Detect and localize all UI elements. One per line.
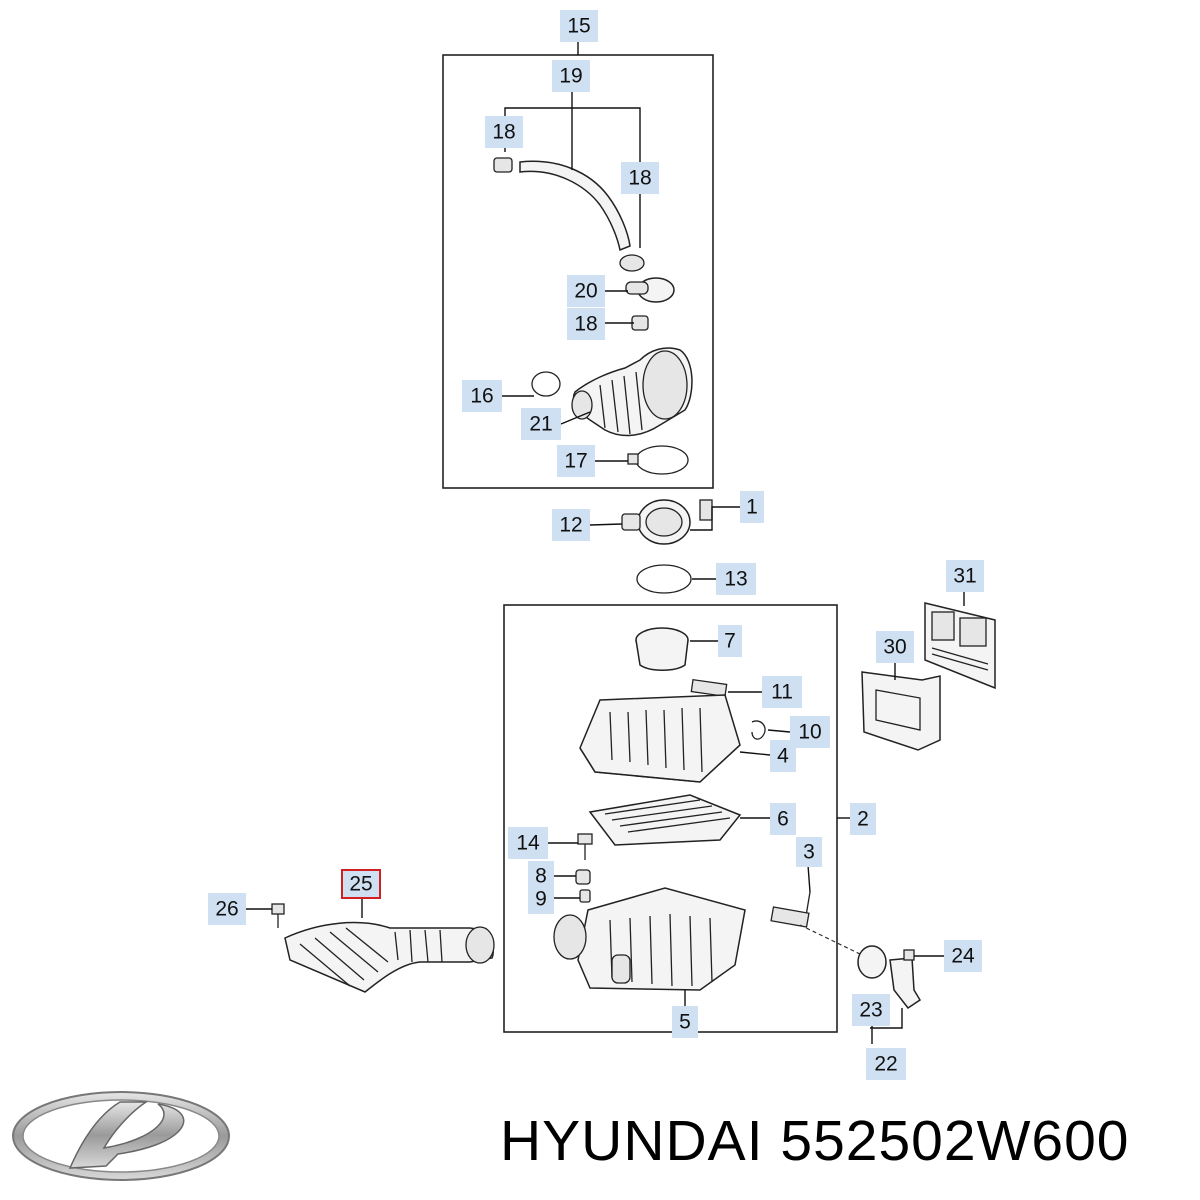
svg-text:15: 15 <box>567 15 590 38</box>
svg-text:18: 18 <box>492 121 515 144</box>
svg-text:5: 5 <box>679 1011 691 1034</box>
svg-text:24: 24 <box>951 945 975 968</box>
svg-text:22: 22 <box>874 1053 897 1076</box>
callout-11: 11 <box>762 676 802 708</box>
callout-22: 22 <box>866 1048 906 1080</box>
callout-15: 15 <box>560 10 598 42</box>
footer-part-title: HYUNDAI 552502W600 <box>500 1108 1129 1174</box>
callout-25-highlighted: 25 <box>341 869 381 899</box>
insulator-9 <box>579 889 591 903</box>
hyundai-logo-icon <box>12 1091 230 1181</box>
part-number: 552502W600 <box>780 1109 1130 1173</box>
bracket-22 <box>889 957 922 1010</box>
bracket-bolt-3 <box>770 891 811 928</box>
svg-text:20: 20 <box>574 280 597 303</box>
callout-18-c: 18 <box>567 308 605 340</box>
hose-clamp-right <box>619 254 645 272</box>
svg-text:17: 17 <box>564 450 587 473</box>
callout-31: 31 <box>946 560 984 592</box>
bolt-26 <box>271 903 285 928</box>
callout-3: 3 <box>796 837 822 867</box>
callout-18-a: 18 <box>485 116 523 148</box>
svg-text:19: 19 <box>559 65 582 88</box>
callout-24: 24 <box>944 940 982 972</box>
breather-fitting <box>625 277 675 303</box>
air-flow-sensor <box>621 499 713 545</box>
callout-9: 9 <box>528 884 554 914</box>
label-11 <box>690 678 728 698</box>
insulator-23 <box>857 945 887 979</box>
callout-7: 7 <box>718 625 742 657</box>
svg-text:7: 7 <box>724 630 736 653</box>
svg-text:4: 4 <box>777 745 789 768</box>
grommet-8 <box>575 869 591 885</box>
callout-6: 6 <box>770 803 796 835</box>
svg-text:3: 3 <box>803 841 815 864</box>
svg-text:10: 10 <box>798 721 821 744</box>
clip-10 <box>751 720 766 740</box>
intake-duct-25 <box>284 921 495 993</box>
svg-text:9: 9 <box>535 888 547 911</box>
svg-text:23: 23 <box>859 999 882 1022</box>
cover-4 <box>579 694 741 783</box>
callout-21: 21 <box>521 408 561 440</box>
ecu-bracket-30 <box>861 671 941 751</box>
svg-text:14: 14 <box>516 832 540 855</box>
callout-30: 30 <box>876 631 914 663</box>
callout-5: 5 <box>672 1006 698 1038</box>
intake-hose <box>571 347 693 437</box>
callout-20: 20 <box>567 275 605 307</box>
svg-text:31: 31 <box>953 565 976 588</box>
duct-7 <box>635 627 689 671</box>
gasket-13 <box>636 564 692 594</box>
callout-16: 16 <box>462 380 502 412</box>
svg-text:6: 6 <box>777 808 789 831</box>
filter-element-6 <box>588 794 742 846</box>
svg-text:30: 30 <box>883 636 906 659</box>
small-clamp <box>631 315 649 331</box>
ecu-31 <box>924 602 996 690</box>
hose-clamp-16 <box>531 371 561 397</box>
svg-text:21: 21 <box>529 413 552 436</box>
upper-assembly-frame <box>442 54 714 489</box>
hose-clamp-left <box>493 157 513 173</box>
callout-18-b: 18 <box>621 162 659 194</box>
svg-text:18: 18 <box>574 313 597 336</box>
bolt-24 <box>903 949 915 961</box>
mount-dash-line <box>799 924 863 956</box>
callout-2: 2 <box>850 803 876 835</box>
callout-19: 19 <box>552 60 590 92</box>
callout-17: 17 <box>557 445 595 477</box>
breather-hose <box>519 160 631 252</box>
svg-text:16: 16 <box>470 385 493 408</box>
callout-26: 26 <box>208 893 246 925</box>
svg-text:2: 2 <box>857 808 869 831</box>
svg-text:18: 18 <box>628 167 651 190</box>
callout-1: 1 <box>740 491 764 523</box>
svg-text:8: 8 <box>535 865 547 888</box>
svg-text:25: 25 <box>349 873 372 896</box>
callout-13: 13 <box>716 563 756 595</box>
callout-14: 14 <box>508 827 548 859</box>
lower-case-5 <box>553 887 746 991</box>
svg-text:1: 1 <box>746 496 758 519</box>
bolt-14 <box>577 833 593 860</box>
svg-text:13: 13 <box>724 568 747 591</box>
callout-10: 10 <box>790 716 830 748</box>
callout-4: 4 <box>770 740 796 772</box>
brand-name: HYUNDAI <box>500 1109 764 1173</box>
svg-text:26: 26 <box>215 898 238 921</box>
callout-23: 23 <box>852 994 890 1026</box>
svg-text:11: 11 <box>771 681 793 704</box>
svg-text:12: 12 <box>559 514 582 537</box>
callout-12: 12 <box>552 509 590 541</box>
hose-clamp-17 <box>627 445 689 475</box>
